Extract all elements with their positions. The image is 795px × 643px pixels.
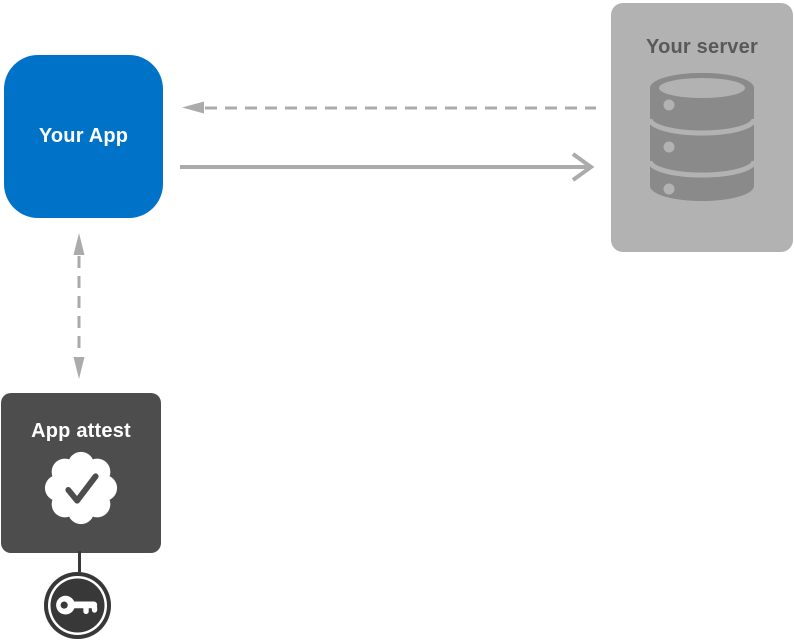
- app-attest-label: App attest: [31, 420, 131, 442]
- your-server-label: Your server: [646, 36, 758, 58]
- key-icon: [55, 595, 97, 614]
- seal-checkmark-icon: [44, 451, 118, 525]
- arrow-server-to-app: [182, 101, 596, 114]
- arrow-app-to-attest: [73, 233, 85, 379]
- database-icon: [650, 73, 754, 201]
- attest-key-connector: [78, 551, 81, 575]
- your-app-label: Your App: [38, 125, 129, 147]
- node-app-attest: App attest: [1, 393, 161, 553]
- node-attestation-key: [44, 572, 111, 639]
- arrow-app-to-server: [180, 152, 595, 182]
- node-your-server: Your server: [611, 3, 793, 252]
- node-your-app: Your App: [4, 55, 163, 218]
